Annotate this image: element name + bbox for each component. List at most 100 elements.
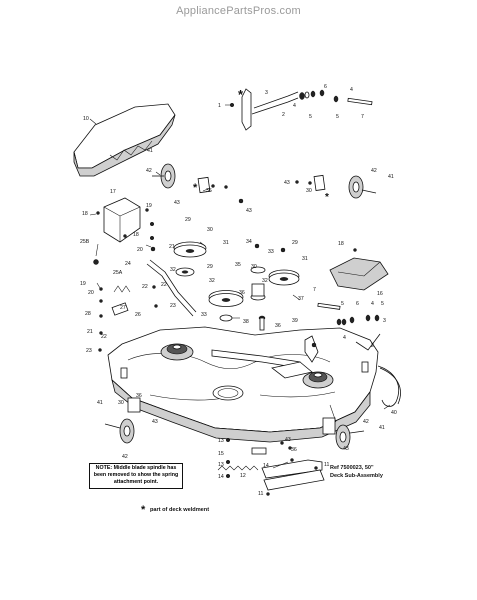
weldment-markers: * * * * — [141, 87, 329, 516]
callout-43-b: 43 — [285, 437, 291, 443]
callout-13-b: 13 — [218, 462, 224, 468]
callout-43-ur: 43 — [284, 180, 290, 186]
callout-leaders — [89, 104, 391, 469]
svg-text:Deck Sub-Assembly: Deck Sub-Assembly — [330, 473, 384, 479]
callout-4-r2: 4 — [343, 335, 346, 341]
callout-25b: 25B — [80, 239, 90, 245]
legend-text: part of deck weldment — [150, 507, 209, 513]
deck-reference-note: Ref 7500023, 50" Deck Sub-Assembly — [330, 465, 384, 479]
callout-41-lr: 41 — [379, 425, 385, 431]
callout-32-left: 32 — [170, 267, 176, 273]
callout-42-lr: 42 — [363, 419, 369, 425]
middle-spindle-opening — [212, 385, 244, 401]
callout-14-b: 14 — [263, 463, 269, 469]
callout-43-ul: 43 — [174, 200, 180, 206]
callout-30-ur: 30 — [306, 188, 312, 194]
site-watermark: AppliancePartsPros.com — [176, 5, 301, 17]
callout-29-left: 29 — [185, 217, 191, 223]
callout-7-r: 7 — [313, 287, 316, 293]
callout-36-top: 36 — [206, 188, 212, 194]
wheel-lower-left — [104, 397, 141, 444]
callout-37: 37 — [298, 296, 304, 302]
callout-6: 6 — [324, 84, 327, 90]
asterisk-top: * — [238, 87, 244, 102]
middle-spindle-note-text: NOTE: Middle blade spindle has been remo… — [93, 465, 179, 485]
callout-5-r2: 5 — [381, 301, 384, 307]
idler-arm-bracket — [211, 335, 319, 379]
callout-4: 4 — [293, 103, 296, 109]
callout-5b: 5 — [309, 114, 312, 120]
callout-3: 3 — [265, 90, 268, 96]
left-spindle-assembly — [160, 343, 194, 361]
callout-2-r: 2 — [371, 343, 374, 349]
asterisk-mid-left: * — [193, 182, 198, 194]
callout-41-ur: 41 — [388, 174, 394, 180]
pulleys — [173, 241, 300, 331]
callout-18-r: 18 — [338, 241, 344, 247]
callout-17: 17 — [110, 189, 116, 195]
callout-10: 10 — [83, 116, 89, 122]
callout-15: 15 — [218, 451, 224, 457]
callout-30-right: 30 — [251, 264, 257, 270]
middle-spindle-note: NOTE: Middle blade spindle has been remo… — [89, 463, 183, 489]
callout-32-right: 32 — [262, 278, 268, 284]
callout-12: 12 — [240, 473, 246, 479]
callout-42-ll: 42 — [122, 454, 128, 460]
callout-18-right: 18 — [133, 232, 139, 238]
callout-42-ur: 42 — [371, 168, 377, 174]
asterisk-mid-right: * — [325, 192, 329, 203]
wheel-upper-right — [295, 174, 377, 199]
callout-22-top: 22 — [142, 284, 148, 290]
callout-29-mid: 29 — [207, 264, 213, 270]
callout-16: 16 — [377, 291, 383, 297]
callout-19-top: 19 — [146, 203, 152, 209]
callout-43-lr: 43 — [343, 446, 349, 452]
callout-7: 7 — [361, 114, 364, 120]
callout-4-r: 4 — [371, 301, 374, 307]
callout-36-mid: 36 — [239, 290, 245, 296]
callout-25a: 25A — [113, 270, 123, 276]
callout-30-left: 30 — [207, 227, 213, 233]
callout-38: 38 — [243, 319, 249, 325]
belt-cover-part-10 — [73, 103, 176, 177]
callout-5: 5 — [336, 114, 339, 120]
callout-43-ll: 43 — [152, 419, 158, 425]
callout-5-r1: 5 — [341, 301, 344, 307]
callout-18-left: 18 — [82, 211, 88, 217]
wheel-upper-left — [152, 163, 244, 204]
callout-23: 23 — [86, 348, 92, 354]
callout-31-right: 31 — [302, 256, 308, 262]
right-side-parts — [317, 248, 401, 407]
callout-36-low: 36 — [275, 323, 281, 329]
callout-40: 40 — [391, 410, 397, 416]
wheel-lower-right — [322, 417, 365, 450]
callout-36-ll: 36 — [136, 393, 142, 399]
svg-text:Ref 7500023, 50": Ref 7500023, 50" — [330, 465, 374, 471]
callout-32-mid: 32 — [209, 278, 215, 284]
callout-4b: 4 — [350, 87, 353, 93]
callout-6-r: 6 — [356, 301, 359, 307]
callout-36-b: 36 — [291, 447, 297, 453]
callout-35: 35 — [235, 262, 241, 268]
callout-31: 31 — [223, 240, 229, 246]
asterisk-legend: * — [141, 504, 146, 516]
callout-22: 22 — [101, 334, 107, 340]
callout-43-mid: 43 — [246, 208, 252, 214]
callout-22-mid: 22 — [161, 282, 167, 288]
callout-labels: 1 2 3 4 5 6 7 4 5 10 41 42 43 36 43 43 3… — [80, 84, 397, 497]
callout-24: 24 — [125, 261, 131, 267]
callout-19: 19 — [80, 281, 86, 287]
callout-39: 39 — [292, 318, 298, 324]
callout-33-left: 33 — [201, 312, 207, 318]
callout-41-ll: 41 — [97, 400, 103, 406]
callout-34: 34 — [246, 239, 252, 245]
callout-21-top: 21 — [169, 244, 175, 250]
callout-28: 28 — [85, 311, 91, 317]
deck-weldment — [107, 326, 379, 443]
baffle-and-spring — [217, 437, 325, 496]
callout-26: 26 — [135, 312, 141, 318]
callout-14-a: 14 — [218, 474, 224, 480]
callout-11-b: 11 — [258, 491, 263, 497]
left-tension-parts — [98, 221, 197, 352]
